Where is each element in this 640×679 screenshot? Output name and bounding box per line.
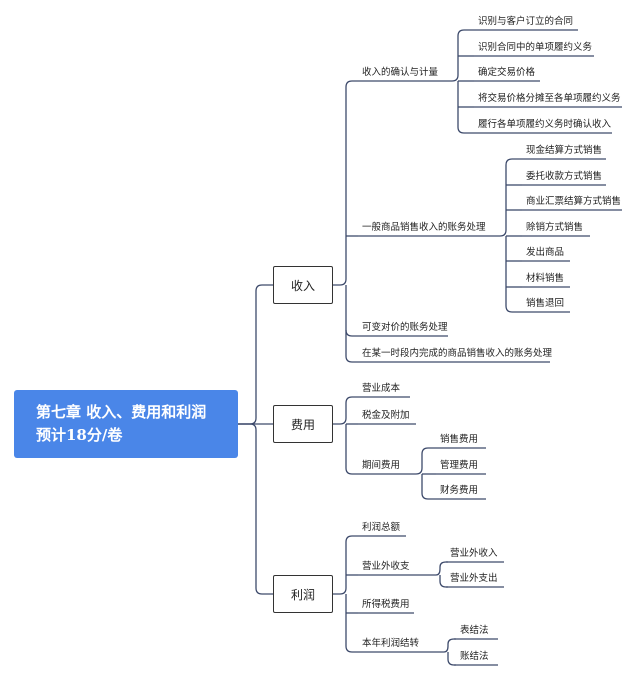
connector-expense-trunk [333, 396, 358, 425]
connector-recognition-lower [457, 81, 474, 134]
general-sales-item[interactable]: 赊销方式销售 [526, 222, 584, 233]
connector-income-overtime [345, 330, 358, 363]
general-sales-item[interactable]: 现金结算方式销售 [526, 145, 603, 156]
connector-profit-lower [345, 594, 358, 653]
connector-period-trunk [408, 447, 436, 475]
root-subtitle: 预计18分/卷 [36, 426, 123, 444]
connector-nonop-split-lower [439, 575, 448, 588]
recognition-step[interactable]: 识别合同中的单项履约义务 [478, 42, 593, 53]
connector-carry-split [440, 638, 456, 653]
general-sales-item[interactable]: 材料销售 [526, 273, 565, 284]
non-operating-item[interactable]: 营业外收入 [450, 548, 498, 559]
income-tax-node[interactable]: 所得税费用 [362, 599, 410, 610]
period-expense-item[interactable]: 管理费用 [440, 460, 479, 471]
tax-surcharge-node[interactable]: 税金及附加 [362, 410, 410, 421]
connector-nonop-split [430, 561, 448, 576]
general-sales-item[interactable]: 委托收款方式销售 [526, 171, 603, 182]
general-sales-item[interactable]: 销售退回 [526, 298, 565, 309]
recognition-step[interactable]: 确定交易价格 [478, 67, 536, 78]
operating-cost-node[interactable]: 营业成本 [362, 383, 401, 394]
variable-consideration-node[interactable]: 可变对价的账务处理 [362, 322, 448, 333]
connector-profit-trunk [333, 535, 358, 595]
general-sales-item[interactable]: 商业汇票结算方式销售 [526, 196, 622, 207]
root-title: 第七章 收入、费用和利润 [36, 403, 207, 421]
general-sales-item[interactable]: 发出商品 [526, 247, 565, 258]
expense-node[interactable]: 费用 [273, 405, 333, 443]
connector-root-profit [238, 423, 273, 595]
carryover-method[interactable]: 账结法 [460, 651, 489, 662]
profit-carryover-node[interactable]: 本年利润结转 [362, 638, 420, 649]
connector-general-trunk [487, 158, 522, 237]
non-operating-item[interactable]: 营业外支出 [450, 573, 498, 584]
connector-carry-split-lower [447, 652, 456, 666]
profit-node[interactable]: 利润 [273, 575, 333, 613]
recognition-step[interactable]: 识别与客户订立的合同 [478, 16, 574, 27]
connector-general-lower [505, 236, 522, 313]
period-expense-item[interactable]: 财务费用 [440, 485, 479, 496]
recognition-node[interactable]: 收入的确认与计量 [362, 67, 439, 78]
non-operating-node[interactable]: 营业外收支 [362, 561, 410, 572]
carryover-method[interactable]: 表结法 [460, 625, 489, 636]
period-expense-node[interactable]: 期间费用 [362, 460, 401, 471]
connector-income-variable [345, 285, 358, 337]
period-expense-item[interactable]: 销售费用 [440, 434, 479, 445]
connector-root-income [238, 284, 273, 425]
connector-income-trunk [333, 80, 358, 286]
income-node[interactable]: 收入 [273, 266, 333, 304]
recognition-step[interactable]: 履行各单项履约义务时确认收入 [478, 119, 612, 130]
root-node[interactable]: 第七章 收入、费用和利润 预计18分/卷 [14, 390, 238, 458]
total-profit-node[interactable]: 利润总额 [362, 522, 401, 533]
general-sales-node[interactable]: 一般商品销售收入的账务处理 [362, 222, 486, 233]
recognition-step[interactable]: 将交易价格分摊至各单项履约义务 [478, 93, 621, 104]
over-time-node[interactable]: 在某一时段内完成的商品销售收入的账务处理 [362, 348, 553, 359]
connector-expense-lower [345, 424, 358, 475]
connector-period-lower [421, 474, 436, 500]
